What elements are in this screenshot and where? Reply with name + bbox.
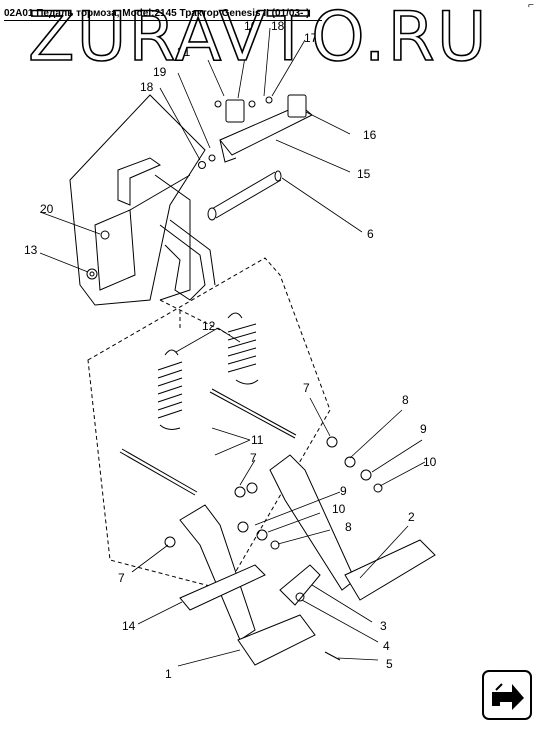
pedal-left-pad bbox=[237, 614, 316, 666]
callout-12: 12 bbox=[202, 319, 216, 333]
pin bbox=[324, 651, 341, 661]
spring-right bbox=[227, 312, 259, 385]
bumper-block bbox=[179, 564, 266, 611]
watermark: ZURAVTO.RU bbox=[27, 0, 489, 77]
shaft bbox=[209, 171, 282, 219]
callout-9b: 10 bbox=[332, 502, 346, 516]
assembly-dashed-outline bbox=[87, 257, 331, 591]
callout-18a: 19 bbox=[153, 65, 167, 79]
callout-16b: 16 bbox=[363, 128, 377, 142]
page-title: 02A01 Педаль тормоза, Model:2145 Трактор… bbox=[4, 8, 310, 19]
callout-19: 18 bbox=[140, 80, 154, 94]
callout-7b: 7 bbox=[250, 451, 257, 465]
callout-9a: 9 bbox=[420, 422, 427, 436]
callout-17: 17 bbox=[304, 31, 318, 45]
pedal-right-pad bbox=[344, 539, 436, 601]
callout-13: 13 bbox=[24, 243, 38, 257]
corner-mark: ⌐ bbox=[528, 0, 534, 11]
mounting-plate bbox=[69, 94, 206, 306]
callout-20: 21 bbox=[177, 45, 191, 59]
callout-15: 15 bbox=[357, 167, 371, 181]
linkage-rod-2 bbox=[169, 219, 216, 286]
callout-18b: 18 bbox=[271, 19, 285, 33]
plate-slot bbox=[117, 157, 162, 206]
callout-21: 20 bbox=[40, 202, 54, 216]
linkage-rod bbox=[159, 224, 206, 301]
plate-rib bbox=[154, 174, 191, 301]
rod-lower bbox=[119, 448, 198, 496]
latch-bracket bbox=[279, 564, 321, 606]
callout-14: 14 bbox=[122, 619, 136, 633]
plate-bracket bbox=[94, 209, 136, 291]
rod-upper bbox=[209, 388, 297, 439]
title-underline bbox=[4, 20, 322, 21]
callout-7a: 7 bbox=[303, 381, 310, 395]
callout-2: 2 bbox=[408, 510, 415, 524]
callout-10b: 8 bbox=[345, 520, 352, 534]
callout-16a: 16 bbox=[244, 19, 258, 33]
leader-lines bbox=[39, 27, 426, 667]
callout-5: 5 bbox=[386, 657, 393, 671]
callout-11: 11 bbox=[251, 433, 264, 447]
callout-3: 3 bbox=[380, 619, 387, 633]
next-page-arrow-icon[interactable] bbox=[482, 670, 532, 720]
callout-7c: 7 bbox=[118, 571, 125, 585]
spring-left bbox=[157, 349, 183, 430]
callout-6: 6 bbox=[367, 227, 374, 241]
pedal-left-arm bbox=[179, 504, 256, 641]
switch-right bbox=[287, 94, 307, 118]
plate-bracket-bar bbox=[129, 174, 191, 211]
switch-left bbox=[225, 99, 245, 123]
callout-4: 4 bbox=[383, 639, 390, 653]
callout-8b: 9 bbox=[340, 484, 347, 498]
callout-8a: 8 bbox=[402, 393, 409, 407]
callout-1: 1 bbox=[165, 667, 172, 681]
callout-10a: 10 bbox=[423, 455, 437, 469]
